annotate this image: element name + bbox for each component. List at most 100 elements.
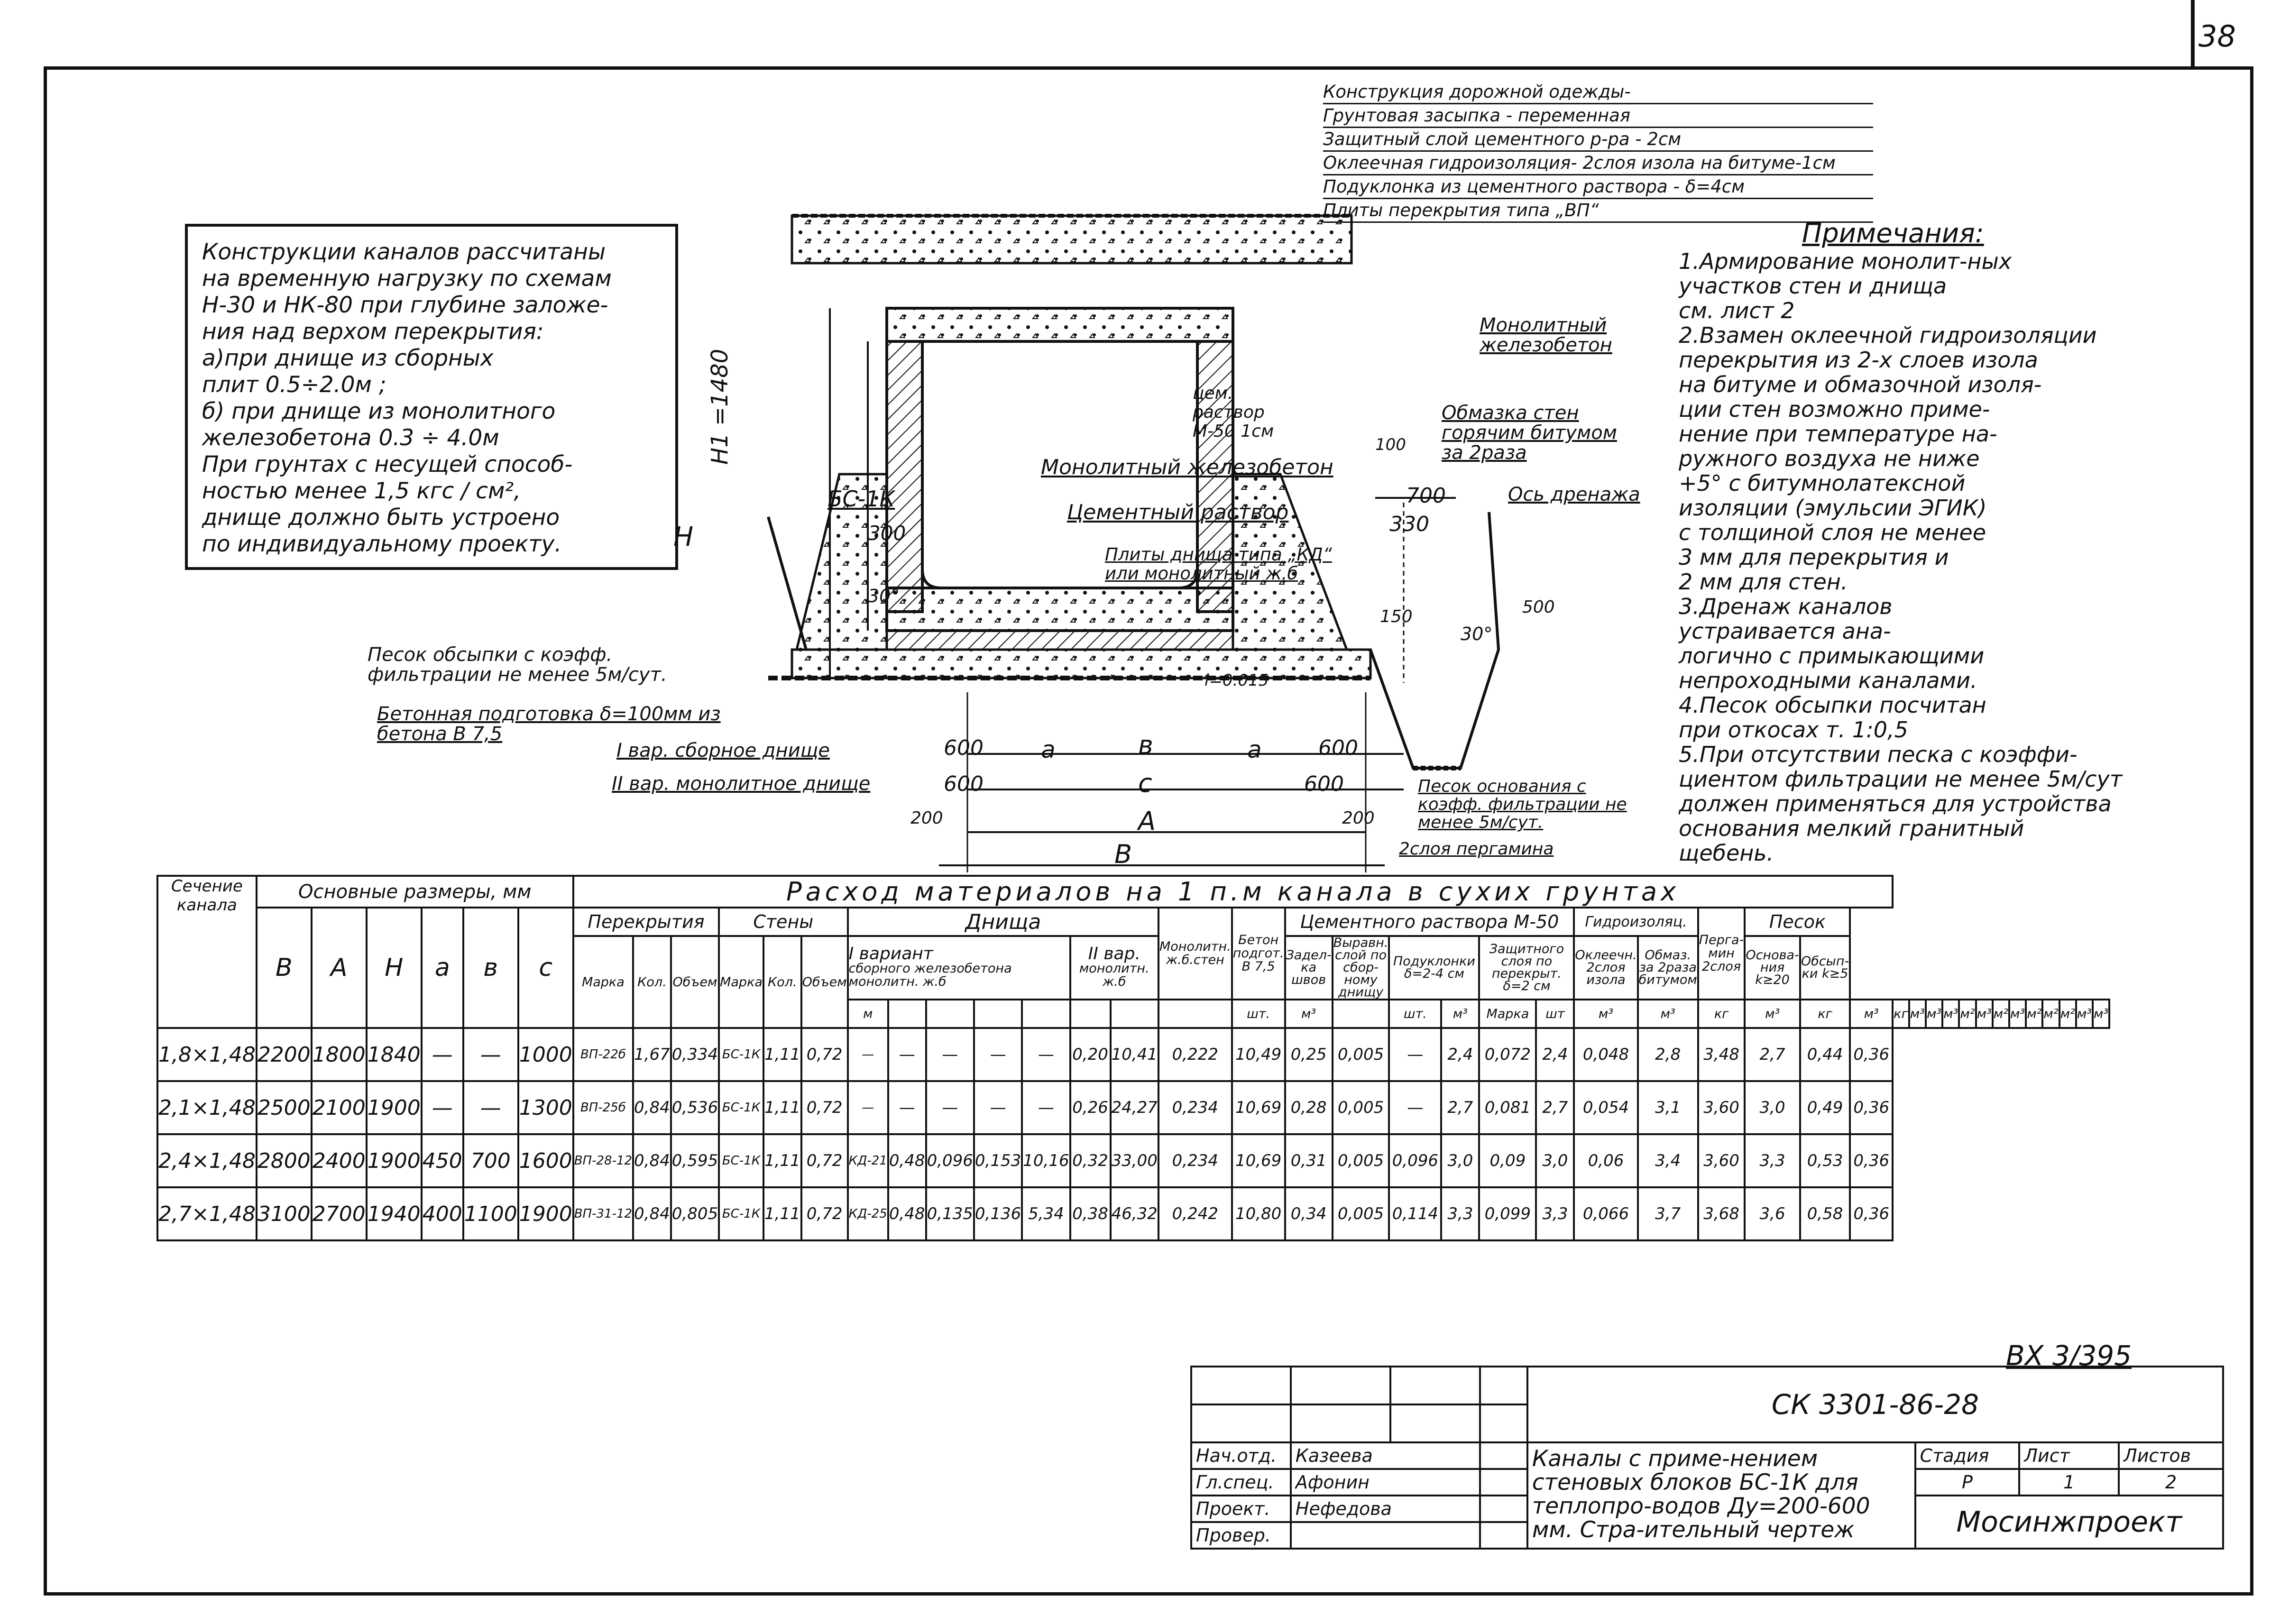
table-cell: 1000 — [517, 1027, 574, 1082]
table-cell: — — [846, 1027, 889, 1082]
label-pergamin: 2слоя пергамина — [1399, 839, 1554, 859]
label-variant-1: I вар. сборное днище — [616, 740, 830, 762]
table-cell: 3,6 — [1744, 1186, 1801, 1241]
table-cell: БС-1К — [718, 1186, 764, 1241]
road-structure-line: Конструкция дорожной одежды- — [1323, 81, 1873, 104]
table-cell: 3,48 — [1697, 1027, 1746, 1082]
table-cell: 0,26 — [1069, 1080, 1112, 1135]
unit-cell: м³ — [1849, 999, 1894, 1029]
table-cell: 0,334 — [670, 1027, 720, 1082]
var2-label: II вар. — [1088, 944, 1140, 963]
table-cell: — — [462, 1027, 519, 1082]
var2-mono: монолитн. ж.б — [1079, 961, 1149, 989]
table-cell: 0,06 — [1573, 1133, 1639, 1188]
role: Провер. — [1190, 1521, 1292, 1550]
table-cell: 2,7 — [1535, 1080, 1575, 1135]
grp-sand: Песок — [1744, 907, 1851, 937]
table-cell: 2,8 — [1636, 1027, 1699, 1082]
table-cell: 0,58 — [1799, 1186, 1851, 1241]
label-bottom-plates: Плиты днища типа „КД“ или монолитный ж.б — [1105, 544, 1332, 584]
signature — [1479, 1521, 1528, 1550]
remark-line: перекрытия из 2-х слоев изола — [1679, 347, 2038, 373]
unit-cell: м³ — [2092, 999, 2111, 1029]
table-cell: — — [1021, 1027, 1071, 1082]
sheet-label: Лист — [2018, 1441, 2120, 1470]
var2-header: II вар.монолитн. ж.б — [1069, 935, 1159, 1000]
table-cell: 1840 — [365, 1027, 423, 1082]
table-cell: 0,36 — [1849, 1186, 1894, 1241]
road-structure-list: Конструкция дорожной одежды- Грунтовая з… — [1323, 81, 1873, 223]
table-cell: 450 — [420, 1133, 464, 1188]
table-cell: 1940 — [365, 1186, 423, 1241]
remark-line: с толщиной слоя не менее — [1679, 520, 1986, 545]
table-cell: 3,1 — [1636, 1080, 1699, 1135]
dim-B: B — [1114, 839, 1132, 869]
table-cell: 0,595 — [670, 1133, 720, 1188]
remark-line: изоляции (эмульсии ЭГИК) — [1679, 495, 1987, 521]
channel-cross-section — [767, 214, 1500, 872]
unit-cell: м³ — [1924, 999, 1944, 1029]
note-line: Конструкции каналов рассчитаны — [202, 239, 606, 265]
remark-line: 1.Армирование монолит-ных — [1679, 248, 2012, 274]
grp-walls: Стены — [718, 907, 849, 937]
road-structure-line: Грунтовая засыпка - переменная — [1323, 104, 1873, 128]
table-cell: — — [462, 1080, 519, 1135]
table-cell: 3,60 — [1697, 1080, 1746, 1135]
table-cell: 0,28 — [1284, 1080, 1333, 1135]
table-cell: 0,096 — [925, 1133, 975, 1188]
table-cell: 3,3 — [1744, 1133, 1801, 1188]
table-cell: 1900 — [517, 1186, 574, 1241]
dim-b: в — [1138, 730, 1153, 760]
document-description: Каналы с приме-нением стеновых блоков БС… — [1526, 1441, 1916, 1550]
note-line: При грунтах с несущей способ- — [202, 451, 573, 477]
table-cell: 3,4 — [1636, 1133, 1699, 1188]
table-cell: 2200 — [255, 1027, 313, 1082]
remark-line: ружного воздуха не ниже — [1679, 446, 1980, 471]
table-cell: 0,081 — [1478, 1080, 1537, 1135]
table-cell: 2,7 — [1744, 1027, 1801, 1082]
table-cell: 700 — [462, 1133, 519, 1188]
sub-header: Объем — [800, 935, 849, 1029]
dim-600-top-left: 600 — [944, 736, 984, 760]
table-cell: 5,34 — [1021, 1186, 1071, 1241]
sub-header: Кол. — [762, 935, 802, 1029]
unit-cell: м² — [1958, 999, 1977, 1029]
dim-200-left: 200 — [910, 808, 943, 828]
table-cell: 2,4 — [1440, 1027, 1480, 1082]
sub-header: Задел- ка швов — [1284, 935, 1333, 1000]
table-cell: 0,072 — [1478, 1027, 1537, 1082]
table-cell: 0,09 — [1478, 1133, 1537, 1188]
unit-cell: кг — [1892, 999, 1910, 1029]
table-cell: 3100 — [255, 1186, 313, 1241]
materials-table: Сечение канала Основные размеры, мм Расх… — [156, 875, 2111, 1241]
dim-A: A — [1138, 806, 1156, 836]
table-cell: 0,005 — [1331, 1080, 1390, 1135]
unit-cell: м³ — [1908, 999, 1927, 1029]
table-cell: 1100 — [462, 1186, 519, 1241]
table-cell: 1,11 — [762, 1027, 802, 1082]
table-cell: 0,36 — [1849, 1080, 1894, 1135]
table-cell: — — [420, 1080, 464, 1135]
role: Нач.отд. — [1190, 1441, 1292, 1470]
role: Проект. — [1190, 1495, 1292, 1523]
table-cell: 1,11 — [762, 1133, 802, 1188]
sheets-value: 2 — [2118, 1468, 2224, 1496]
table-cell: 0,34 — [1284, 1186, 1333, 1241]
note-line: по индивидуальному проекту. — [202, 531, 562, 557]
table-cell: 1,11 — [762, 1186, 802, 1241]
unit-cell: м³ — [2075, 999, 2094, 1029]
stage-label: Стадия — [1914, 1441, 2021, 1470]
table-cell: 0,84 — [632, 1133, 672, 1188]
unit-cell — [1021, 999, 1071, 1029]
remark-line: см. лист 2 — [1679, 298, 1795, 323]
table-cell: 1300 — [517, 1080, 574, 1135]
table-cell: 1900 — [365, 1080, 423, 1135]
remark-line: 5.При отсутствии песка с коэффи- — [1679, 742, 2078, 767]
sub-header: Марка — [718, 935, 764, 1029]
sub-header: Объем — [670, 935, 720, 1029]
unit-cell — [1157, 999, 1233, 1029]
label-wall-coating: Обмазка стен горячим битумом за 2раза — [1442, 402, 1617, 464]
sub-header: Обсып- ки k≥5 — [1799, 935, 1851, 1000]
var1-label: I вариант — [848, 944, 933, 963]
